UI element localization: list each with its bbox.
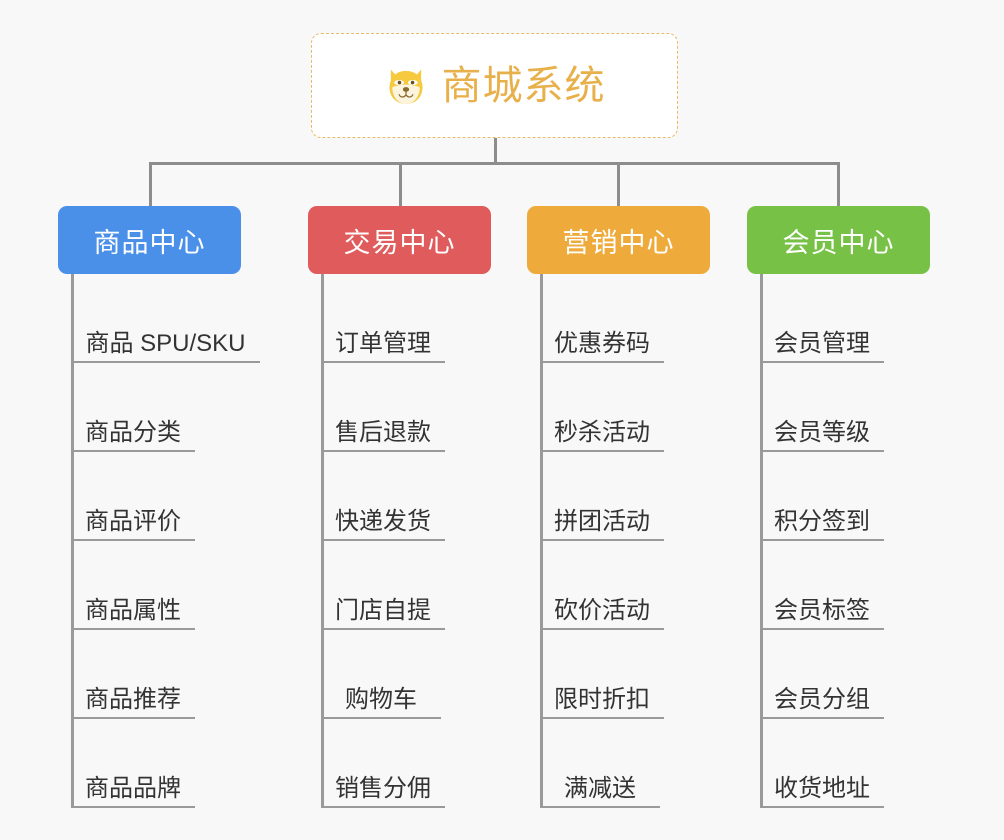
leaf-label: 限时折扣 <box>554 685 650 713</box>
connector-drop-1 <box>149 162 152 207</box>
leaf-item[interactable]: 限时折扣 <box>540 630 664 719</box>
leaf-label: 销售分佣 <box>335 774 431 802</box>
leaf-label: 商品品牌 <box>85 774 181 802</box>
leaf-item[interactable]: 商品分类 <box>71 363 195 452</box>
leaf-item[interactable]: 购物车 <box>321 630 441 719</box>
leaf-label: 砍价活动 <box>554 596 650 624</box>
category-box-0[interactable]: 商品中心 <box>58 206 241 274</box>
connector-root-stem <box>494 138 497 164</box>
root-node-shop-system[interactable]: 商城系统 <box>311 33 678 138</box>
leaf-label: 商品评价 <box>85 507 181 535</box>
leaf-trunk-line <box>321 274 324 808</box>
leaf-label: 商品分类 <box>85 418 181 446</box>
leaf-label: 快递发货 <box>335 507 431 535</box>
leaf-item[interactable]: 优惠券码 <box>540 274 664 363</box>
leaf-label: 会员分组 <box>774 685 870 713</box>
root-title: 商城系统 <box>441 63 606 108</box>
leaf-item[interactable]: 快递发货 <box>321 452 445 541</box>
leaf-trunk-line <box>540 274 543 808</box>
leaf-item[interactable]: 商品推荐 <box>71 630 195 719</box>
leaf-label: 商品推荐 <box>85 685 181 713</box>
leaf-label: 拼团活动 <box>554 507 650 535</box>
connector-drop-2 <box>399 162 402 207</box>
leaf-item[interactable]: 砍价活动 <box>540 541 664 630</box>
leaf-label: 满减送 <box>564 774 636 802</box>
leaf-item[interactable]: 商品评价 <box>71 452 195 541</box>
leaf-item[interactable]: 商品 SPU/SKU <box>71 274 260 363</box>
leaf-item[interactable]: 会员分组 <box>760 630 884 719</box>
leaf-item[interactable]: 订单管理 <box>321 274 445 363</box>
category-label: 会员中心 <box>782 227 895 258</box>
leaf-item[interactable]: 商品属性 <box>71 541 195 630</box>
shiba-dog-face-icon <box>389 69 422 104</box>
leaf-label: 购物车 <box>345 685 417 713</box>
leaf-label: 会员标签 <box>774 596 870 624</box>
category-label: 交易中心 <box>343 227 456 258</box>
leaf-label: 会员管理 <box>774 329 870 357</box>
leaf-item[interactable]: 会员等级 <box>760 363 884 452</box>
category-box-3[interactable]: 会员中心 <box>747 206 930 274</box>
leaf-label: 收货地址 <box>774 774 870 802</box>
leaf-trunk-line <box>71 274 74 808</box>
connector-drop-3 <box>617 162 620 207</box>
category-box-1[interactable]: 交易中心 <box>308 206 491 274</box>
leaf-label: 售后退款 <box>335 418 431 446</box>
category-box-2[interactable]: 营销中心 <box>527 206 710 274</box>
connector-drop-4 <box>837 162 840 207</box>
leaf-label: 商品 SPU/SKU <box>85 329 246 357</box>
leaf-label: 积分签到 <box>774 507 870 535</box>
leaf-item[interactable]: 会员标签 <box>760 541 884 630</box>
leaf-item[interactable]: 收货地址 <box>760 719 884 808</box>
leaf-label: 门店自提 <box>335 596 431 624</box>
leaf-label: 订单管理 <box>335 329 431 357</box>
leaf-trunk-line <box>760 274 763 808</box>
connector-bus <box>149 162 840 165</box>
leaf-item[interactable]: 秒杀活动 <box>540 363 664 452</box>
leaf-item[interactable]: 会员管理 <box>760 274 884 363</box>
leaf-item[interactable]: 拼团活动 <box>540 452 664 541</box>
leaf-item[interactable]: 销售分佣 <box>321 719 445 808</box>
category-label: 商品中心 <box>93 227 206 258</box>
leaf-item[interactable]: 满减送 <box>540 719 660 808</box>
leaf-label: 商品属性 <box>85 596 181 624</box>
leaf-label: 会员等级 <box>774 418 870 446</box>
leaf-label: 秒杀活动 <box>554 418 650 446</box>
leaf-item[interactable]: 积分签到 <box>760 452 884 541</box>
leaf-label: 优惠券码 <box>554 329 650 357</box>
leaf-item[interactable]: 门店自提 <box>321 541 445 630</box>
category-label: 营销中心 <box>562 227 675 258</box>
leaf-item[interactable]: 售后退款 <box>321 363 445 452</box>
leaf-item[interactable]: 商品品牌 <box>71 719 195 808</box>
